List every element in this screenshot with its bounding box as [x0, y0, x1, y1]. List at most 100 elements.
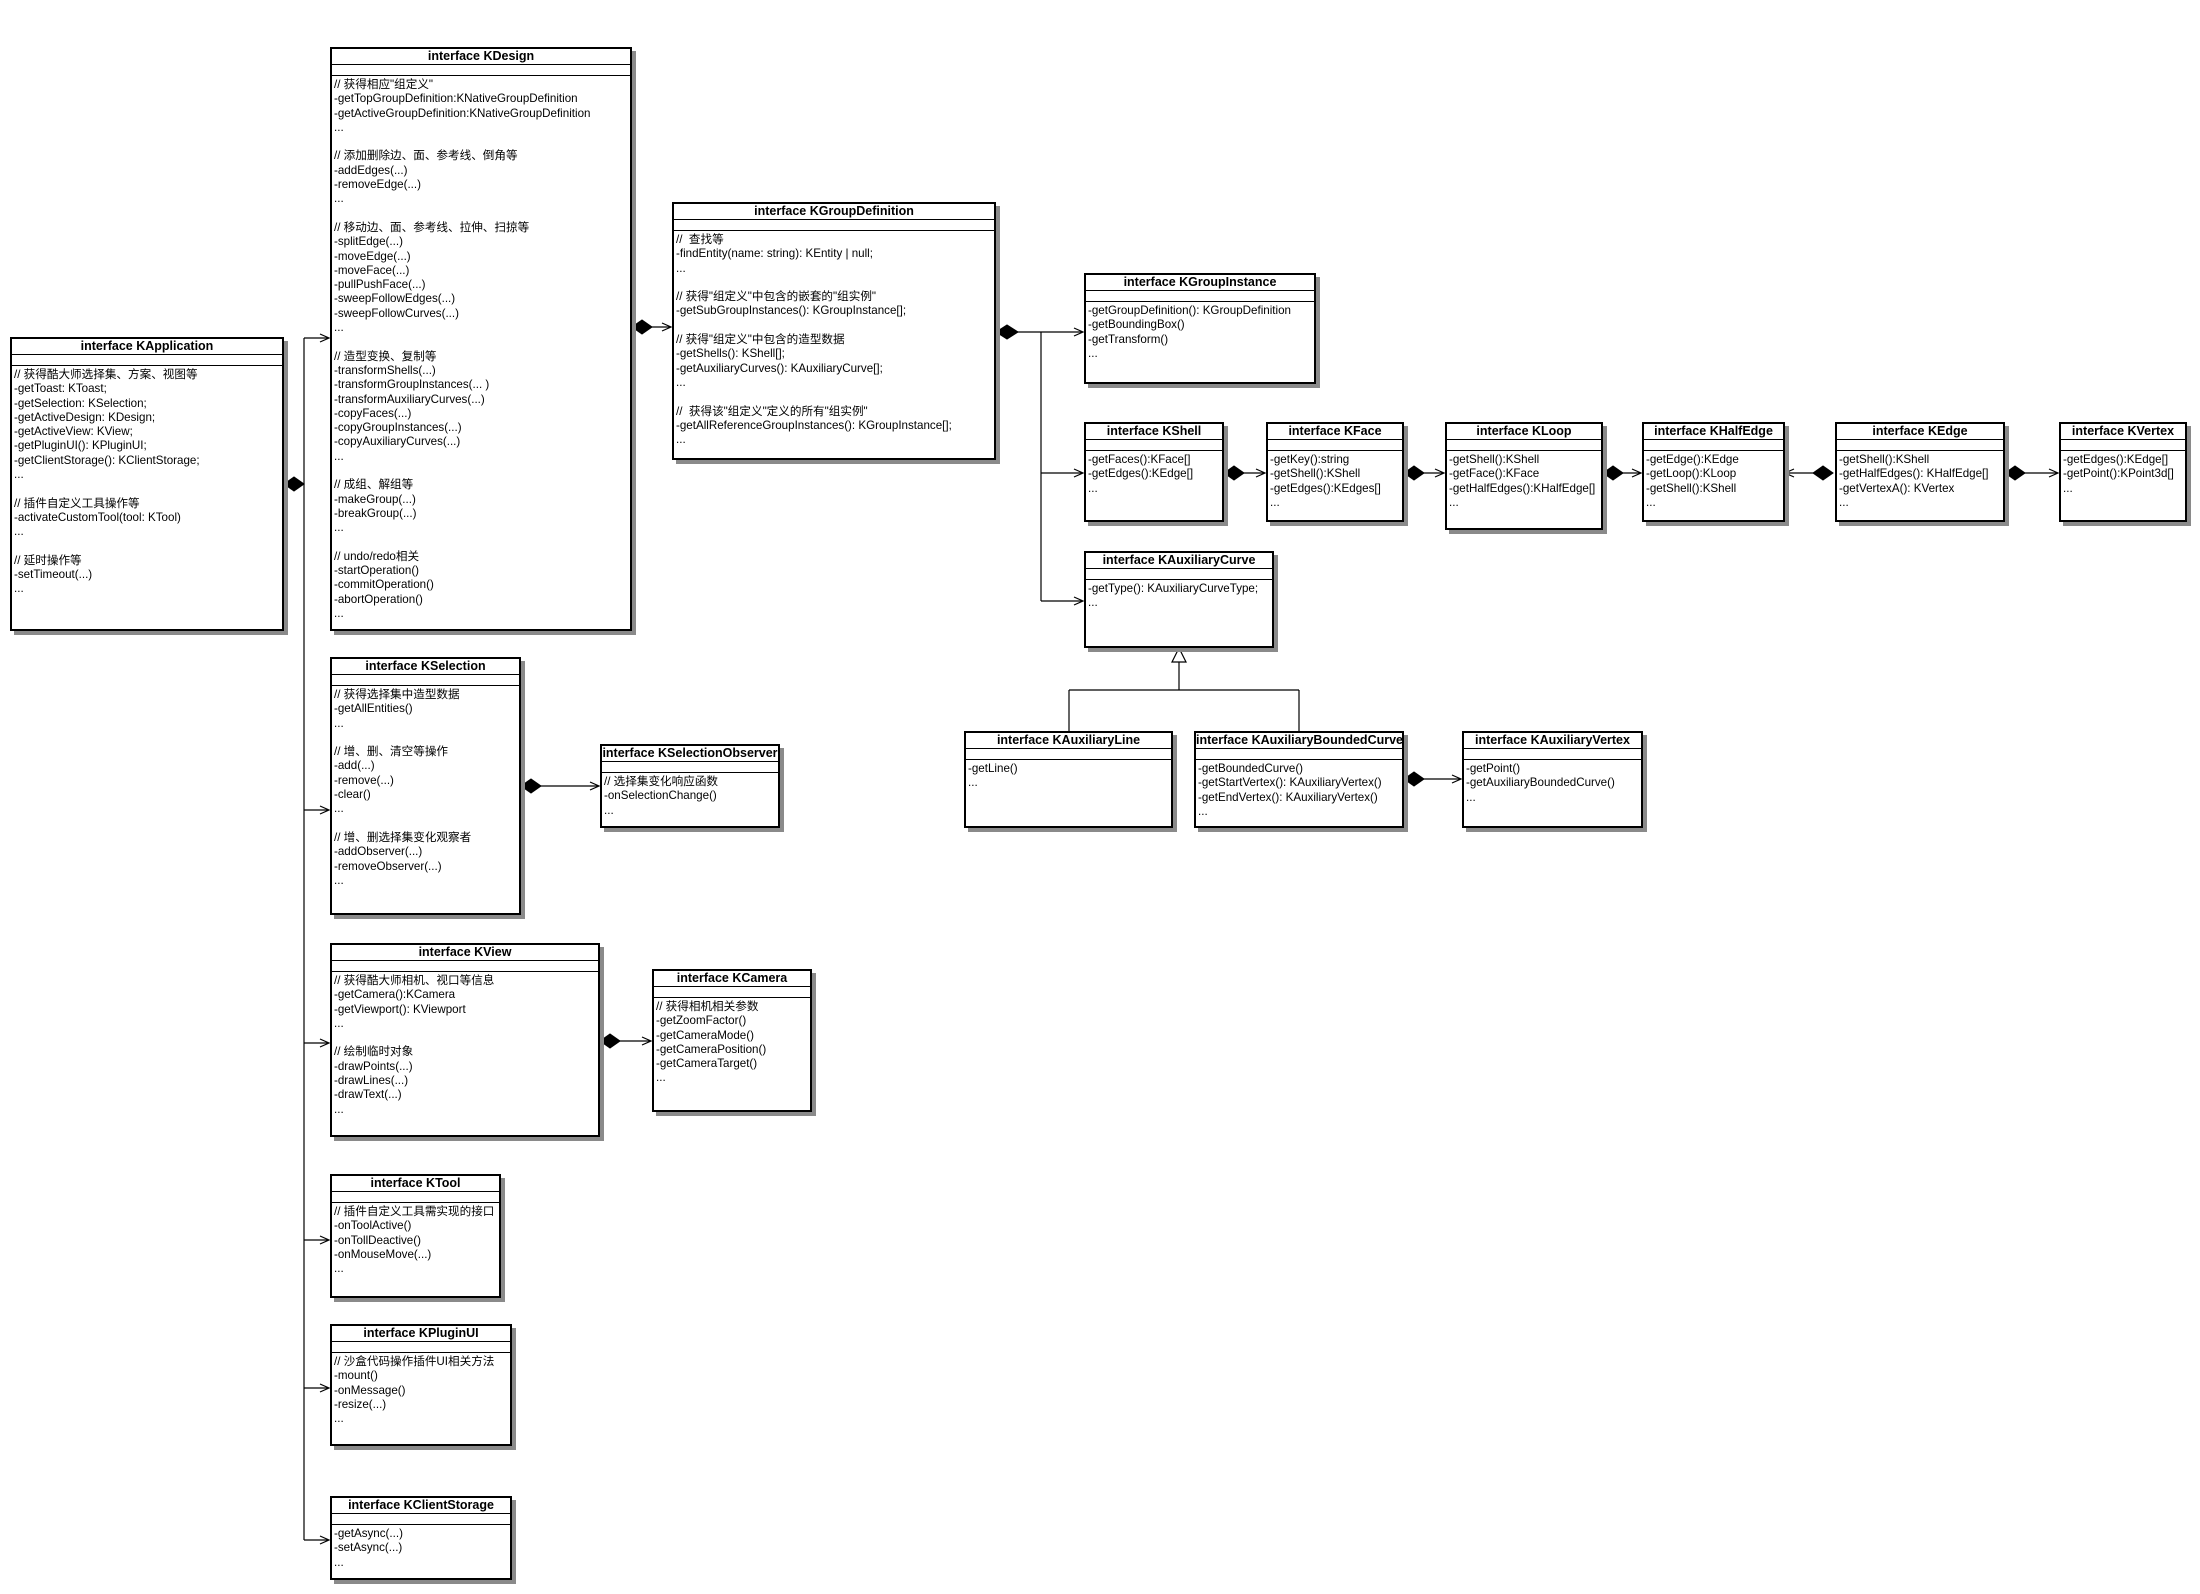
class-title: interface KAuxiliaryBoundedCurve	[1196, 733, 1402, 749]
class-kgroupdefinition[interactable]: interface KGroupDefinition// 查找等-findEnt…	[672, 202, 996, 460]
method-compartment: -getFaces():KFace[]-getEdges():KEdge[]..…	[1086, 451, 1222, 498]
method-line: -addObserver(...)	[334, 845, 423, 859]
method-line: // 获得相机相关参数	[656, 1000, 759, 1013]
method-line: -getShell():KShell	[1270, 467, 1361, 481]
method-line	[334, 731, 517, 745]
arrow-to-kselection	[319, 805, 331, 815]
method-line: -getPoint():KPoint3d[]	[2063, 467, 2174, 481]
method-compartment: // 查找等-findEntity(name: string): KEntity…	[674, 231, 994, 449]
class-khalfedge[interactable]: interface KHalfEdge-getEdge():KEdge-getL…	[1642, 422, 1785, 522]
class-kselectionobserver[interactable]: interface KSelectionObserver// 选择集变化响应函数…	[600, 744, 780, 828]
class-kpluginui[interactable]: interface KPluginUI// 沙盒代码操作插件UI相关方法-mou…	[330, 1324, 512, 1446]
method-line: -getShell():KShell	[1449, 453, 1540, 466]
method-line: ...	[1449, 495, 1459, 509]
method-line: -sweepFollowEdges(...)	[334, 292, 456, 306]
method-line: -copyGroupInstances(...)	[334, 421, 462, 435]
attribute-compartment	[12, 355, 282, 366]
method-line: -getHalfEdges():KHalfEdge[]	[1449, 481, 1596, 495]
class-kselection[interactable]: interface KSelection// 获得选择集中造型数据-getAll…	[330, 657, 521, 915]
method-line: -drawPoints(...)	[334, 1059, 413, 1073]
method-line: -getAsync(...)	[334, 1527, 403, 1540]
method-line: -getLoop():KLoop	[1646, 467, 1737, 481]
attribute-compartment	[332, 1192, 499, 1203]
method-line: -transformAuxiliaryCurves(...)	[334, 392, 485, 406]
method-line: -getShell():KShell	[1646, 481, 1737, 495]
method-line: ...	[676, 261, 686, 275]
attribute-compartment	[1086, 440, 1222, 451]
method-compartment: // 获得相应"组定义"-getTopGroupDefinition:KNati…	[332, 76, 630, 623]
attribute-compartment	[332, 675, 519, 686]
method-line	[676, 276, 992, 290]
class-kcamera[interactable]: interface KCamera// 获得相机相关参数-getZoomFact…	[652, 969, 812, 1112]
class-kvertex[interactable]: interface KVertex-getEdges():KEdge[]-get…	[2059, 422, 2187, 522]
arrow-to-kauxiliaryvertex	[1451, 774, 1463, 784]
method-line: -transformShells(...)	[334, 363, 436, 377]
method-line	[334, 817, 517, 831]
method-line: -resize(...)	[334, 1397, 387, 1411]
method-line: ...	[334, 449, 344, 463]
method-line: -getEdges():KEdge[]	[1088, 467, 1194, 481]
method-line: -getAllEntities()	[334, 702, 413, 716]
method-line: -abortOperation()	[334, 592, 423, 606]
method-line: // 增、删、清空等操作	[334, 745, 449, 759]
method-line: -startOperation()	[334, 564, 420, 578]
class-kauxiliaryvertex[interactable]: interface KAuxiliaryVertex-getPoint()-ge…	[1462, 731, 1643, 828]
class-kgroupinstance[interactable]: interface KGroupInstance-getGroupDefinit…	[1084, 273, 1316, 384]
method-line: // 增、删选择集变化观察者	[334, 830, 472, 844]
method-line: // 获得"组定义"中包含的嵌套的"组实例"	[676, 290, 877, 304]
method-line: ...	[1646, 495, 1656, 509]
class-ktool[interactable]: interface KTool// 插件自定义工具需实现的接口-onToolAc…	[330, 1174, 501, 1298]
method-compartment: // 获得相机相关参数-getZoomFactor()-getCameraMod…	[654, 998, 810, 1088]
method-line: -getEndVertex(): KAuxiliaryVertex()	[1198, 790, 1378, 804]
method-line: // 插件自定义工具需实现的接口	[334, 1205, 495, 1218]
method-line: -drawLines(...)	[334, 1074, 409, 1088]
class-kedge[interactable]: interface KEdge-getShell():KShell-getHal…	[1835, 422, 2005, 522]
attribute-compartment	[674, 220, 994, 231]
method-line: -onMessage()	[334, 1383, 406, 1397]
class-kapplication[interactable]: interface KApplication// 获得酷大师选择集、方案、视图等…	[10, 337, 284, 631]
method-line	[676, 319, 992, 333]
method-line: // 成组、解组等	[334, 478, 414, 492]
method-line: ...	[14, 582, 24, 596]
arrow-to-kcamera	[641, 1036, 653, 1046]
method-line: ...	[656, 1071, 666, 1085]
method-line: -getActiveView: KView;	[14, 425, 133, 439]
class-title: interface KAuxiliaryVertex	[1464, 733, 1641, 749]
class-kauxiliaryboundedcurve[interactable]: interface KAuxiliaryBoundedCurve -getBoun…	[1194, 731, 1404, 828]
method-line: -getViewport(): KViewport	[334, 1002, 466, 1016]
method-line: -copyFaces(...)	[334, 406, 412, 420]
method-line: -getBoundedCurve()	[1198, 762, 1304, 775]
class-title: interface KApplication	[12, 339, 282, 355]
method-line: // 获得酷大师相机、视口等信息	[334, 974, 495, 987]
method-line: ...	[334, 1412, 344, 1426]
method-line: -getZoomFactor()	[656, 1014, 747, 1028]
method-line: -getLine()	[968, 762, 1018, 775]
class-kclientstorage[interactable]: interface KClientStorage-getAsync(...)-s…	[330, 1496, 512, 1580]
arrow-to-kgroupinstance	[1073, 327, 1085, 337]
method-line: // 获得相应"组定义"	[334, 78, 434, 91]
class-kloop[interactable]: interface KLoop-getShell():KShell-getFac…	[1445, 422, 1603, 530]
method-line: -getToast: KToast;	[14, 382, 107, 396]
method-compartment: -getGroupDefinition(): KGroupDefinition-…	[1086, 302, 1314, 363]
class-kauxiliaryline[interactable]: interface KAuxiliaryLine-getLine()...	[964, 731, 1173, 828]
class-kface[interactable]: interface KFace-getKey():string-getShell…	[1266, 422, 1404, 522]
method-line: -copyAuxiliaryCurves(...)	[334, 435, 461, 449]
diamond-groupdef	[995, 324, 1019, 340]
attribute-compartment	[1196, 749, 1402, 760]
arrow-to-kauxiliarycurve	[1073, 596, 1085, 606]
method-line	[14, 540, 280, 554]
method-line	[676, 390, 992, 404]
class-kview[interactable]: interface KView// 获得酷大师相机、视口等信息-getCamer…	[330, 943, 600, 1137]
class-kauxiliarycurve[interactable]: interface KAuxiliaryCurve-getType(): KAu…	[1084, 551, 1274, 648]
method-line: -moveFace(...)	[334, 263, 410, 277]
class-kshell[interactable]: interface KShell-getFaces():KFace[]-getE…	[1084, 422, 1224, 522]
attribute-compartment	[1447, 440, 1601, 451]
arrow-to-kclientstorage	[319, 1535, 331, 1545]
method-line: -breakGroup(...)	[334, 506, 417, 520]
class-kdesign[interactable]: interface KDesign// 获得相应"组定义"-getTopGrou…	[330, 47, 632, 631]
method-line: // 获得该"组定义"定义的所有"组实例"	[676, 404, 868, 418]
arrow-to-kface	[1255, 468, 1267, 478]
attribute-compartment	[332, 65, 630, 76]
attribute-compartment	[1268, 440, 1402, 451]
